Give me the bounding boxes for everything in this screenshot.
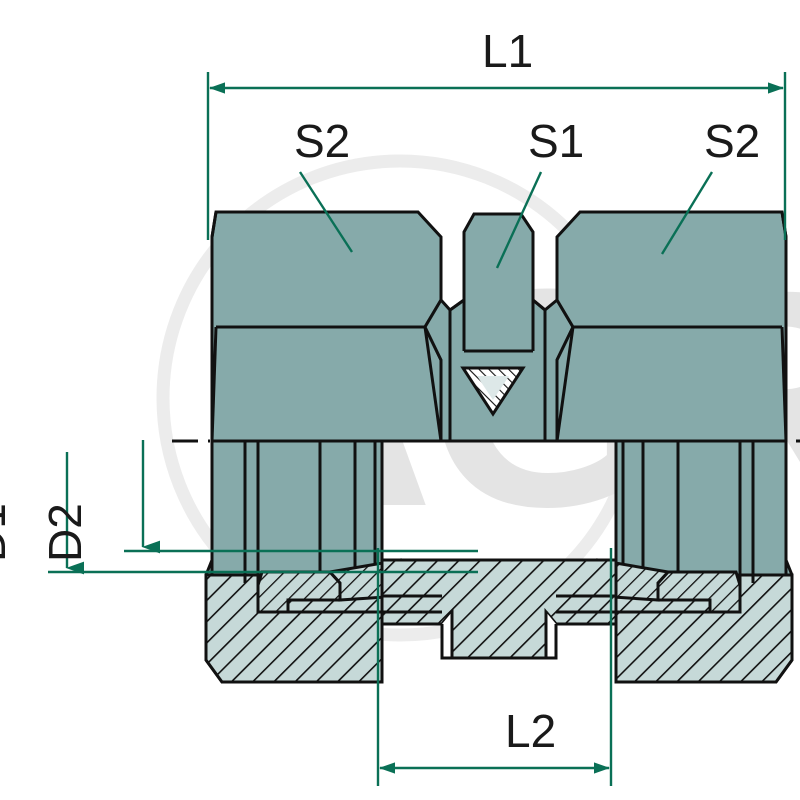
bore-step-lines [288, 558, 710, 614]
surface-finish-symbol [460, 366, 526, 417]
callout-label-s2-left: S2 [294, 115, 351, 167]
right-nut-lower-flank [780, 326, 788, 442]
dimension-label-d2: D2 [39, 503, 91, 562]
s2-right-leader [660, 171, 714, 255]
s1-leader [495, 171, 543, 269]
left-nut-lower-flank [210, 326, 218, 442]
left-nut-right-flank [423, 326, 443, 442]
s2-left-leader [298, 171, 354, 253]
dimension-label-l1: L1 [482, 25, 534, 77]
center-body-section [380, 558, 618, 660]
callout-label-s1: S1 [528, 115, 585, 167]
center-bore-outline [440, 612, 454, 660]
right-nut-left-flank [555, 326, 575, 442]
fitting-geometry [172, 210, 800, 684]
left-thread-lines [210, 441, 377, 588]
dimension-label-d1: D1 [0, 503, 15, 562]
dimension-label-l2: L2 [505, 705, 557, 757]
left-nut-left-chamfer [210, 211, 218, 238]
center-bore-outline-right [544, 612, 558, 660]
right-thread-lines [621, 441, 788, 588]
callout-label-s2-right: S2 [704, 115, 761, 167]
dimension-layer [48, 72, 787, 786]
